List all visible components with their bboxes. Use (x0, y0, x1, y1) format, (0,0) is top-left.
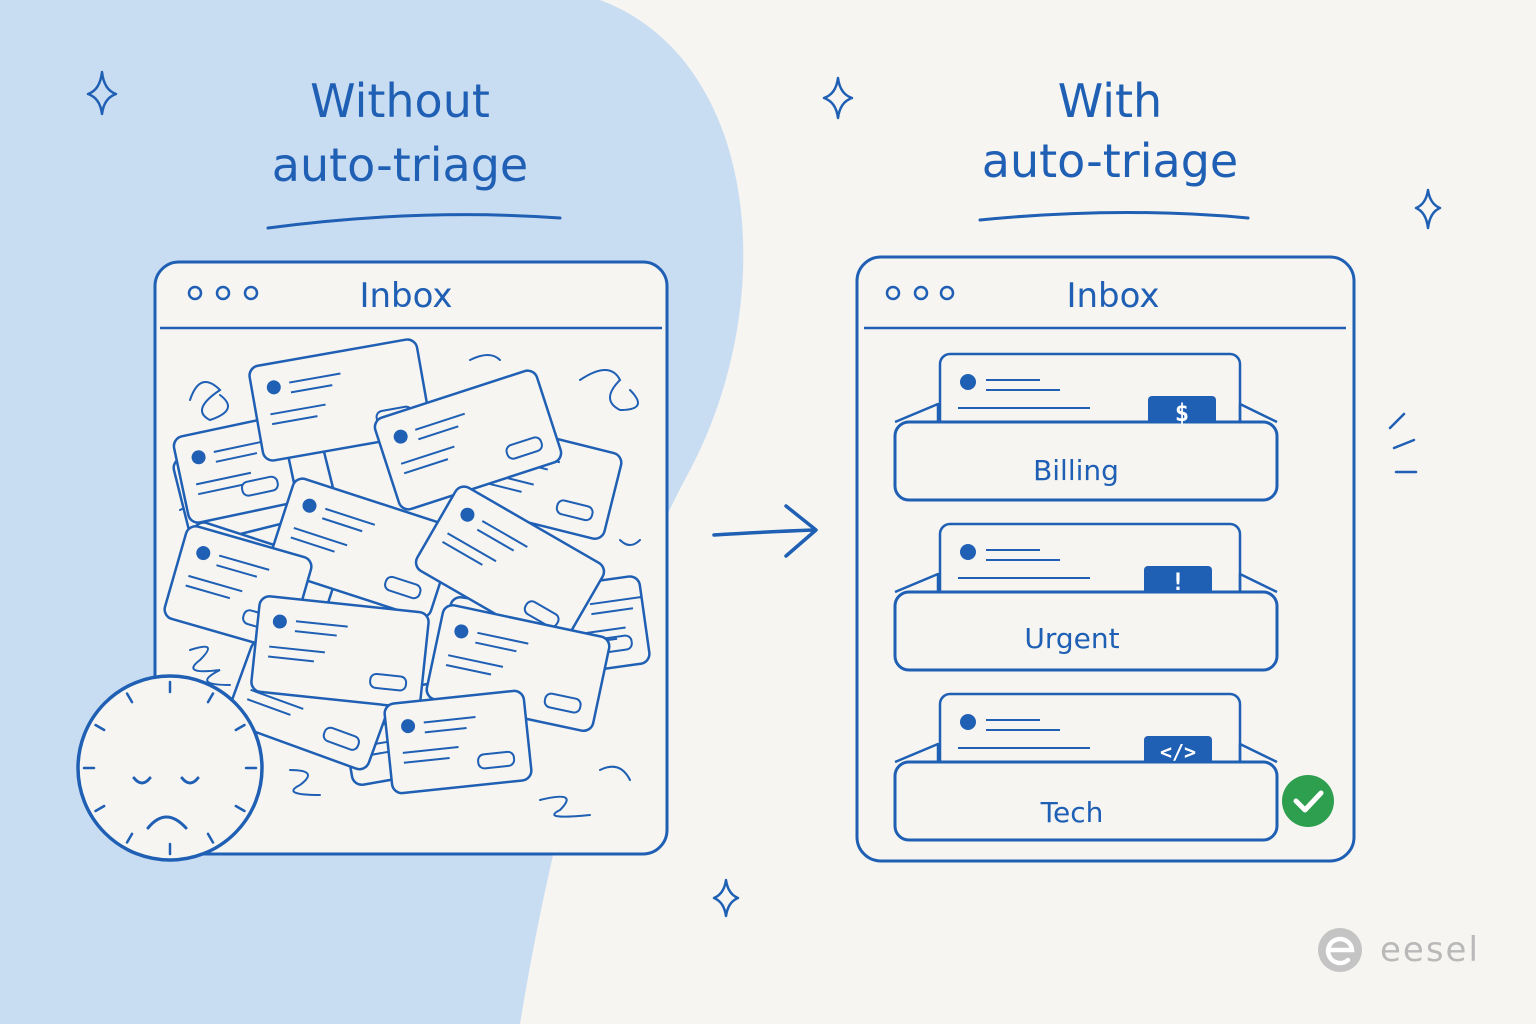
email-card (414, 485, 606, 649)
left-heading-line1: Without (310, 74, 490, 128)
right-window-title: Inbox (1066, 276, 1160, 316)
left-heading-line2: auto-triage (271, 138, 529, 192)
arrow-icon (712, 504, 818, 558)
email-card (373, 369, 563, 511)
email-card (250, 595, 430, 709)
motion-lines (1388, 412, 1418, 474)
tray-label-tech: Tech (1040, 796, 1104, 829)
right-heading-underline (978, 210, 1250, 222)
tray-label-billing: Billing (1033, 454, 1119, 487)
right-heading-line1: With (1057, 74, 1163, 128)
sad-face-icon (76, 674, 264, 862)
tray-label-urgent: Urgent (1024, 622, 1120, 655)
left-window-title: Inbox (359, 276, 453, 316)
tray (893, 522, 1279, 672)
left-window-dots (187, 285, 259, 301)
right-window-dots (885, 285, 955, 301)
sparkle-icon (86, 70, 1442, 918)
exclamation-icon: ! (1170, 568, 1186, 596)
scattered-email-cards (163, 338, 651, 795)
brand-name: eesel (1380, 930, 1480, 970)
tray (893, 352, 1279, 502)
right-heading-line2: auto-triage (981, 134, 1239, 188)
email-card (383, 689, 533, 795)
triage-trays (893, 352, 1279, 842)
code-icon: </> (1159, 740, 1197, 764)
tray (893, 692, 1279, 842)
dollar-icon: $ (1174, 399, 1190, 427)
left-heading-underline (266, 213, 562, 230)
check-icon (1282, 775, 1334, 827)
email-card (267, 477, 457, 619)
